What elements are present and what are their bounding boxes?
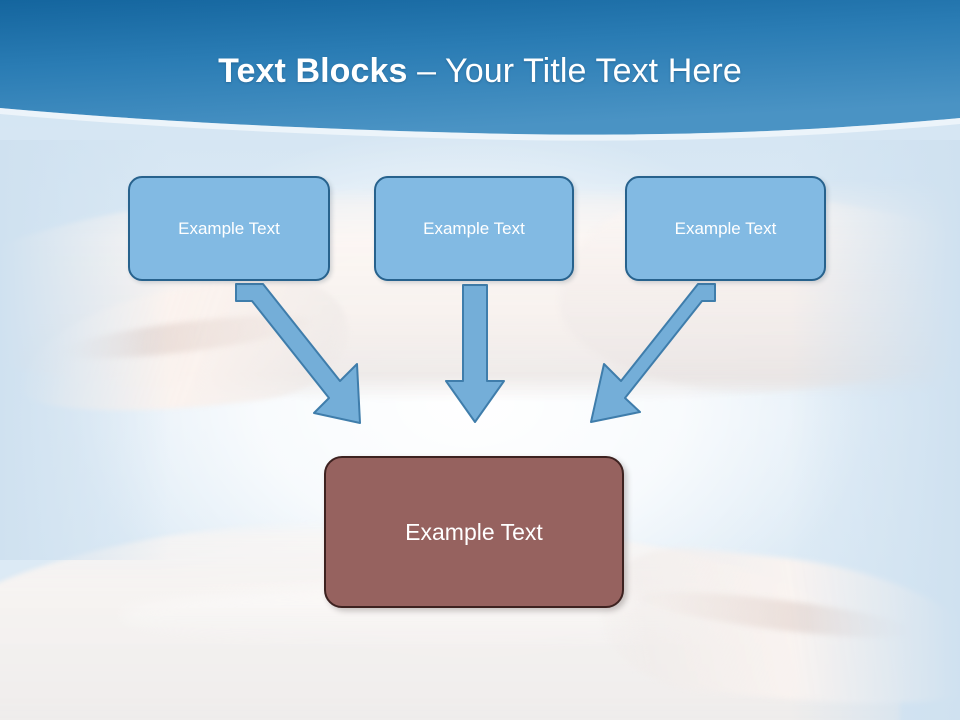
target-box[interactable]: Example Text [324,456,624,608]
banner-wave-shape [0,0,960,135]
page-title: Text Blocks – Your Title Text Here [0,52,960,91]
source-box-2[interactable]: Example Text [374,176,574,281]
source-box-3[interactable]: Example Text [625,176,826,281]
source-box-1[interactable]: Example Text [128,176,330,281]
source-box-2-label: Example Text [423,218,525,238]
source-box-1-label: Example Text [178,218,280,238]
banner-wave-highlight [0,108,960,141]
page-title-bold: Text Blocks [218,52,408,90]
source-box-3-label: Example Text [674,218,777,238]
page-title-regular: – Your Title Text Here [407,52,742,90]
title-banner [0,0,960,160]
target-box-label: Example Text [405,518,543,545]
